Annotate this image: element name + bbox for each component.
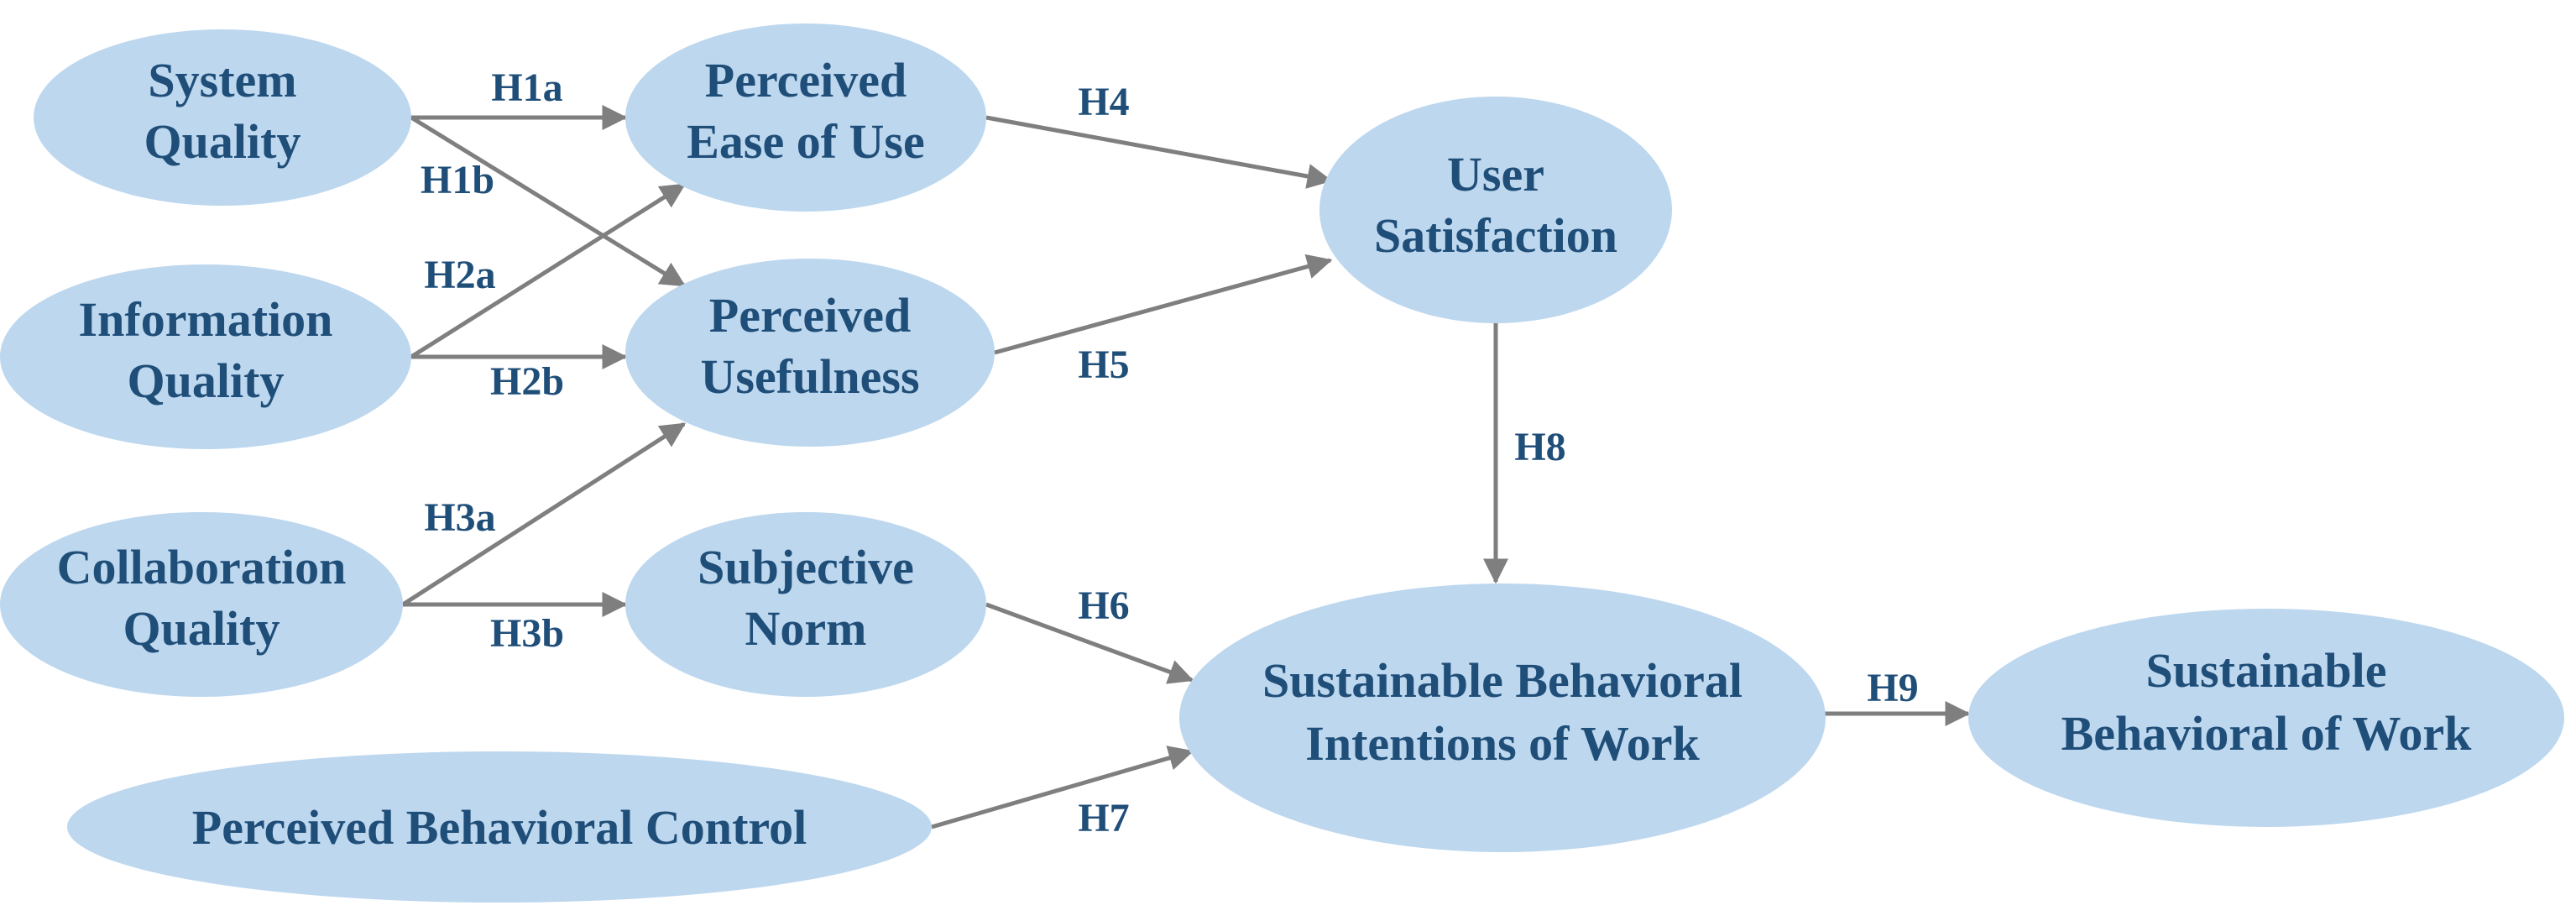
edge-label-h6: H6 [1078, 583, 1129, 628]
edge-h1b [410, 115, 687, 288]
edge-h2a [410, 182, 687, 359]
node-label: Norm [745, 601, 867, 656]
node-sustainable-behavioral-intentions: Sustainable Behavioral Intentions of Wor… [1179, 583, 1826, 852]
node-label: Usefulness [700, 349, 919, 404]
edge-h7 [931, 746, 1194, 829]
edge-label-h3a: H3a [424, 495, 495, 540]
edge-h5 [994, 254, 1333, 355]
node-sustainable-behavioral-of-work: Sustainable Behavioral of Work [1968, 609, 2564, 827]
edge-label-h7: H7 [1078, 796, 1129, 840]
node-label: Perceived [705, 53, 907, 107]
edge-label-h8: H8 [1514, 425, 1565, 469]
node-label: Quality [144, 114, 301, 169]
node-label: Sustainable [2146, 643, 2387, 698]
node-perceived-ease-of-use: Perceived Ease of Use [625, 24, 986, 212]
node-label: Quality [123, 601, 280, 656]
node-label: Quality [128, 353, 285, 408]
edge-label-h1a: H1a [491, 65, 562, 110]
node-label: System [148, 53, 296, 107]
edge-label-h4: H4 [1078, 80, 1129, 124]
node-label: Perceived [709, 288, 911, 343]
node-perceived-usefulness: Perceived Usefulness [625, 259, 995, 447]
node-label: User [1447, 147, 1544, 201]
node-label: Sustainable Behavioral [1262, 653, 1743, 708]
edge-label-h2b: H2b [490, 359, 564, 404]
node-perceived-behavioral-control: Perceived Behavioral Control [67, 751, 932, 903]
edge-label-h5: H5 [1078, 343, 1129, 387]
edge-label-h1b: H1b [421, 158, 494, 202]
edge-h4 [985, 115, 1333, 189]
node-label: Ease of Use [687, 114, 925, 169]
edge-label-h2a: H2a [424, 253, 495, 297]
node-label: Subjective [698, 540, 914, 594]
node-collaboration-quality: Collaboration Quality [0, 512, 403, 697]
node-label: Intentions of Work [1305, 716, 1700, 771]
node-label: Collaboration [57, 540, 347, 594]
edge-h3a [401, 421, 687, 607]
node-label: Information [79, 292, 333, 347]
edge-label-h9: H9 [1867, 666, 1918, 710]
node-user-satisfaction: User Satisfaction [1319, 97, 1672, 323]
node-subjective-norm: Subjective Norm [625, 512, 986, 697]
node-information-quality: Information Quality [0, 264, 411, 449]
edge-h6 [985, 602, 1194, 684]
node-label: Satisfaction [1374, 208, 1617, 263]
node-label: Behavioral of Work [2061, 706, 2472, 761]
edge-label-h3b: H3b [490, 611, 564, 656]
node-system-quality: System Quality [34, 29, 411, 206]
node-label: Perceived Behavioral Control [192, 800, 807, 855]
